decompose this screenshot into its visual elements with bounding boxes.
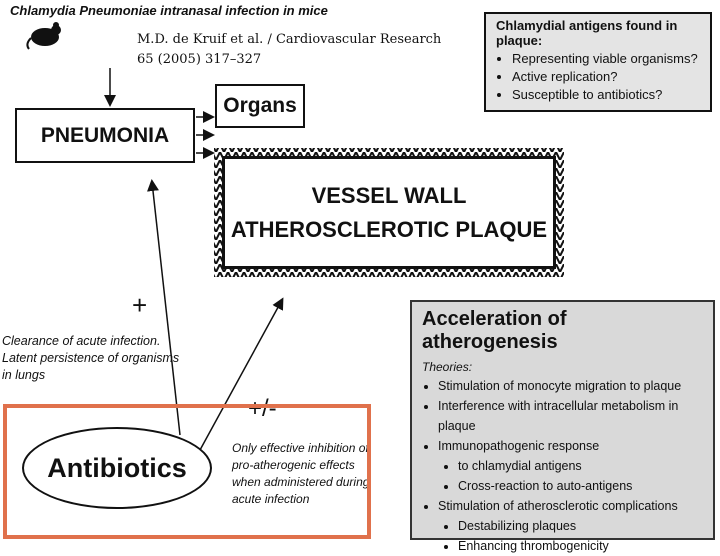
acceleration-heading: Acceleration of atherogenesis bbox=[422, 308, 703, 354]
citation: M.D. de Kruif et al. / Cardiovascular Re… bbox=[137, 30, 441, 70]
clearance-note: Clearance of acute infection. Latent per… bbox=[2, 333, 179, 384]
vessel-wall-box: VESSEL WALL ATHEROSCLEROTIC PLAQUE bbox=[222, 156, 556, 269]
theory-subitem: Destabilizing plaques bbox=[458, 516, 703, 536]
clearance-line: Clearance of acute infection. bbox=[2, 333, 179, 350]
citation-line2: 65 (2005) 317–327 bbox=[137, 50, 441, 70]
antigen-item: Active replication? bbox=[512, 68, 700, 86]
theory-subitem: Enhancing thrombogenicity bbox=[458, 536, 703, 556]
vessel-line1: VESSEL WALL bbox=[312, 183, 467, 209]
theory-item: Stimulation of monocyte migration to pla… bbox=[438, 376, 703, 396]
diagram-title: Chlamydia Pneumoniae intranasal infectio… bbox=[10, 3, 328, 18]
citation-line1: M.D. de Kruif et al. / Cardiovascular Re… bbox=[137, 30, 441, 50]
theories-label: Theories: bbox=[422, 360, 703, 374]
clearance-line: Latent persistence of organisms bbox=[2, 350, 179, 367]
clearance-line: in lungs bbox=[2, 367, 179, 384]
organs-box: Organs bbox=[215, 84, 305, 128]
pneumonia-box: PNEUMONIA bbox=[15, 108, 195, 163]
plus-label: + bbox=[132, 290, 147, 321]
antigens-heading: Chlamydial antigens found in plaque: bbox=[496, 18, 700, 48]
arrow-antibiotics-pneumonia bbox=[152, 182, 180, 435]
theory-item: Stimulation of atherosclerotic complicat… bbox=[438, 496, 703, 516]
mouse-icon bbox=[25, 20, 65, 50]
theory-subitem: to chlamydial antigens bbox=[458, 456, 703, 476]
theory-item: Interference with intracellular metaboli… bbox=[438, 396, 703, 436]
acceleration-panel: Acceleration of atherogenesis Theories: … bbox=[410, 300, 715, 540]
theory-item: Immunopathogenic response bbox=[438, 436, 703, 456]
vessel-line2: ATHEROSCLEROTIC PLAQUE bbox=[231, 217, 547, 243]
antigens-panel: Chlamydial antigens found in plaque: Rep… bbox=[484, 12, 712, 112]
antigen-item: Representing viable organisms? bbox=[512, 50, 700, 68]
highlight-frame bbox=[3, 404, 371, 539]
theory-subitem: Cross-reaction to auto-antigens bbox=[458, 476, 703, 496]
antigen-item: Susceptible to antibiotics? bbox=[512, 86, 700, 104]
